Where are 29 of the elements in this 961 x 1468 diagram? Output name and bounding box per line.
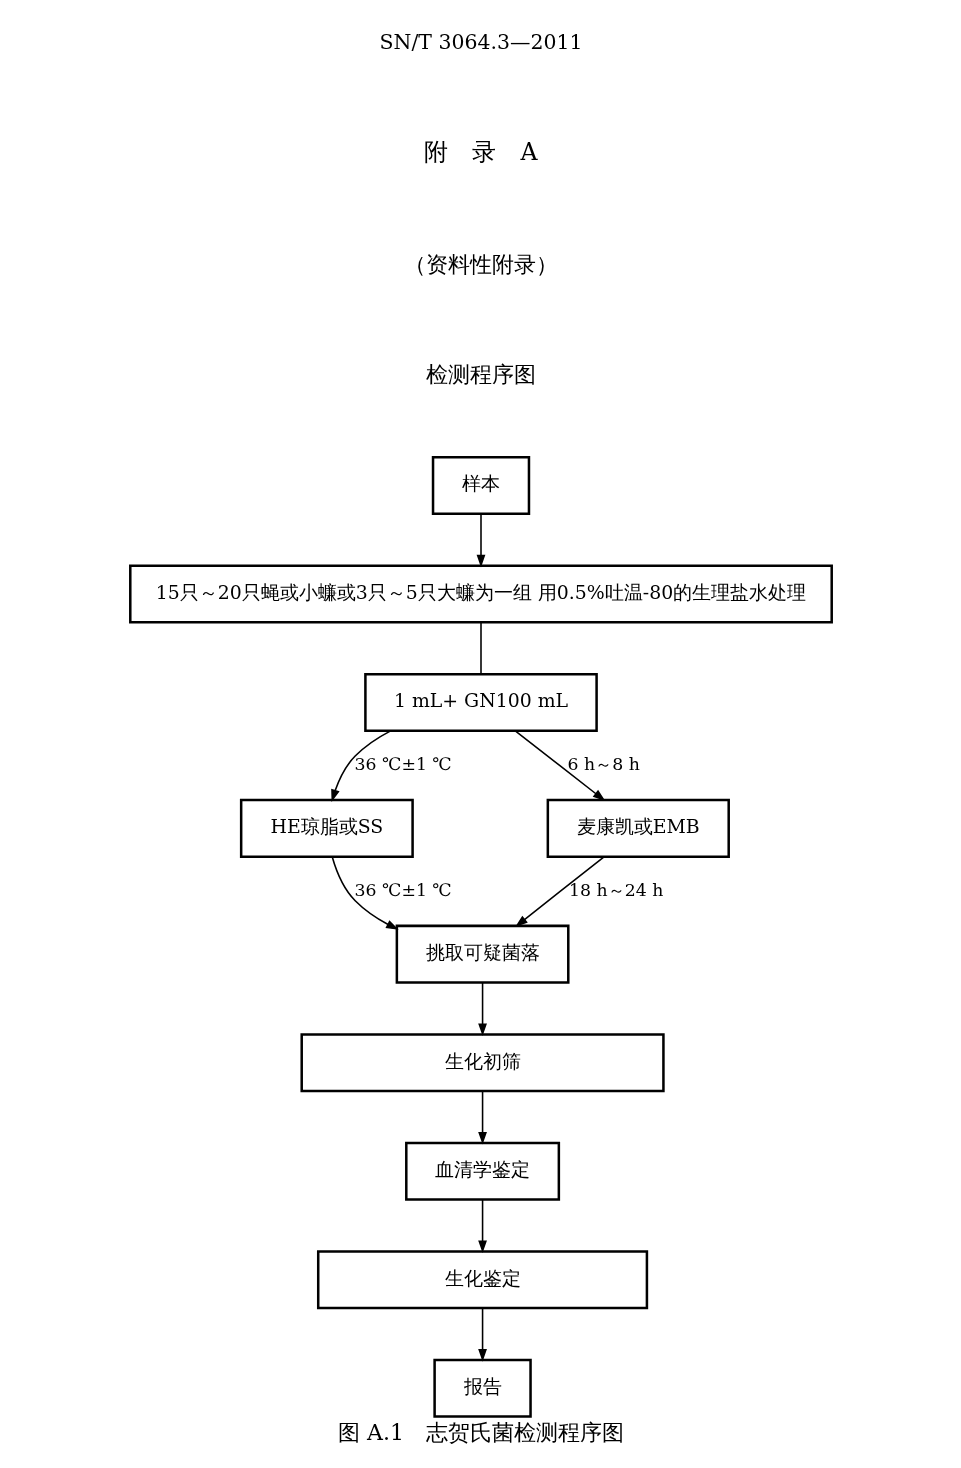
diagram-title: 附 录 A (423, 137, 538, 166)
arrow (330, 730, 391, 802)
node-box: 报告 (432, 1358, 532, 1418)
arrow (477, 982, 487, 1037)
label: SN/T 3064.3—2011 (379, 29, 582, 54)
caption: 图 A.1 志贺氏菌检测程序图 (337, 1420, 624, 1446)
label: （资料性附录） (403, 251, 558, 277)
node-box: 生化鉴定 (316, 1250, 648, 1310)
edge-label: 6 h～8 h (567, 753, 640, 774)
arrow (476, 513, 485, 568)
arrow (514, 730, 605, 802)
edge-label: 18 h～24 h (568, 879, 663, 900)
node-box: 生化初筛 (299, 1033, 665, 1093)
arrow (477, 1199, 487, 1254)
arrow (477, 1090, 487, 1145)
node-box: 挑取可疑菌落 (395, 924, 570, 984)
node-box: 麦康凯或EMB (546, 798, 730, 858)
node-box: 1 mL+ GN100 mL (363, 673, 598, 733)
arrow (331, 856, 399, 930)
edge-label: 36 ℃±1 ℃ (354, 753, 452, 774)
arrow (514, 856, 604, 927)
node-box: HE琼脂或SS (239, 798, 414, 858)
node-box: 15只～20只蝇或小蠊或3只～5只大蠊为一组 用0.5%吐温-80的生理盐水处理 (128, 564, 833, 624)
label: 检测程序图 (425, 362, 536, 388)
node-box: 样本 (431, 455, 530, 516)
node-box: 血清学鉴定 (404, 1141, 560, 1201)
connector (479, 621, 482, 675)
edge-label: 36 ℃±1 ℃ (354, 879, 452, 900)
arrow (477, 1307, 487, 1362)
